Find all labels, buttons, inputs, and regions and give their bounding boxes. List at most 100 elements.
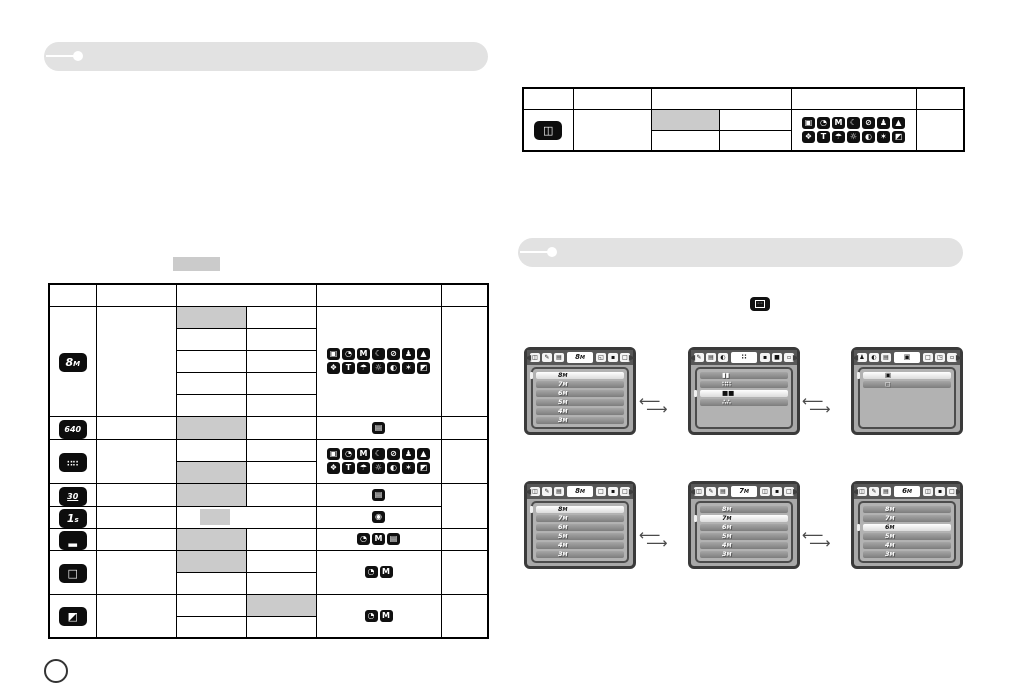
nav-right-icon: ▶ [792, 487, 799, 496]
mode-icon: ▲ [892, 116, 905, 129]
menu-item-label: 4 [558, 407, 563, 415]
row-icon-cell: 30 [48, 482, 97, 507]
mode-icon: ♟ [402, 348, 415, 360]
highlighted-cell [175, 482, 247, 507]
topbar-menu-icon: ✎ [869, 487, 879, 496]
menu-item-label: ◻ [885, 380, 891, 388]
cell [245, 371, 317, 395]
available-modes-cell: ◔M [315, 549, 442, 595]
menu-item-label: 8 [885, 505, 890, 513]
nav-left-icon: ◀ [525, 353, 532, 362]
arrow-left-icon: ⟵ [802, 392, 824, 410]
header-cell [522, 87, 574, 110]
cell [245, 415, 317, 440]
header-cell [48, 283, 97, 307]
menu-item-label: 5 [558, 398, 563, 406]
header-cell [175, 283, 317, 307]
menu-item: 8M [530, 371, 624, 379]
row-icon-cell: 1s [48, 505, 97, 529]
topbar-menu-icon: ▤ [881, 353, 891, 362]
mode-icon: ◔ [364, 609, 378, 622]
mode-icon: ❖ [802, 130, 815, 143]
menu-item-label: 8 [558, 505, 563, 513]
menu-item-suffix: M [726, 543, 732, 549]
menu-item-label: 8 [558, 371, 563, 379]
menu-item: ∷∷ [700, 381, 788, 388]
topbar-menu-icon: ◫ [760, 487, 770, 496]
selected-menu-tab: ∷ [731, 352, 757, 363]
tab-label-suffix: M [579, 489, 585, 495]
topbar-menu-icon: ▪ [608, 487, 618, 496]
selected-menu-tab: ▣ [894, 352, 920, 363]
nav-right-icon: ▶ [955, 353, 962, 362]
movie-mode-icon: ▤ [372, 421, 385, 434]
menu-item-suffix: M [889, 507, 895, 513]
menu-item: 4M [700, 542, 788, 549]
table-row [49, 393, 488, 417]
menu-item-label: 4 [722, 541, 727, 549]
available-modes-cell: ◉ [315, 505, 442, 529]
tab-label: 8 [575, 353, 580, 361]
topbar-menu-icon: ◐ [718, 353, 728, 362]
mode-icon: ✶ [877, 130, 890, 143]
table-row [49, 615, 488, 639]
menu-item-suffix: M [562, 516, 568, 522]
page-ref-cell [440, 438, 489, 484]
lcd-topbar: ◀ ◫✎▤ 6M ◫▪□ ▶ [852, 484, 962, 499]
nav-right-icon: ▶ [628, 353, 635, 362]
menu-item: 6M [857, 523, 951, 531]
menu-item: 3M [700, 551, 788, 558]
cell [95, 549, 177, 595]
highlighted-cell [175, 460, 247, 484]
cell [718, 108, 792, 131]
cell [175, 393, 247, 417]
row-icon-cell: ◫ [522, 108, 574, 152]
tab-label: ∷ [741, 353, 747, 361]
table-row [49, 571, 488, 595]
menu-item: ■■ [694, 390, 788, 397]
topbar-menu-icon: ▤ [706, 353, 716, 362]
page-ref-cell [440, 549, 489, 595]
topbar-menu-icon: ▫ [947, 353, 957, 362]
mode-icon: ◔ [342, 448, 355, 460]
lcd-screen-metering: ◀ ♟◐▤ ▣ □◳▫ ▶ ▣◻ [851, 347, 963, 435]
menu-item-suffix: M [726, 516, 732, 522]
menu-item: ▮▮ [700, 372, 788, 379]
available-modes-cell: ◔M [315, 593, 442, 639]
section-header-left [44, 42, 488, 71]
mode-icon: ❖ [327, 362, 340, 374]
mode-icon: M [379, 566, 393, 578]
menu-item: 6M [700, 524, 788, 531]
menu-item-label: 4 [558, 541, 563, 549]
mode-icon-grid: ▤ [324, 488, 434, 501]
table-row [523, 129, 964, 152]
topbar-menu-icon: ♟ [857, 353, 867, 362]
cell [245, 482, 317, 507]
table-row [49, 371, 488, 395]
cell [175, 505, 317, 529]
menu-item: 7M [536, 515, 624, 522]
highlighted-cell [175, 549, 247, 573]
selected-menu-tab: 7M [731, 486, 757, 497]
mode-icon: ☂ [357, 462, 370, 474]
menu-item-label: 7 [722, 514, 727, 522]
cell [245, 571, 317, 595]
cell [95, 527, 177, 551]
mode-icon: T [817, 130, 830, 143]
cell [245, 615, 317, 639]
menu-item-suffix: M [562, 552, 568, 558]
swap-arrows: ⟵ ⟶ [802, 394, 848, 422]
menu-availability-table-main: 8M ▣◔M☾⊘♟▲❖T☂☼◐✶◩ 640 ▤ ∷∷ [48, 283, 489, 639]
tab-label-suffix: M [579, 355, 585, 361]
cell [175, 327, 247, 351]
menu-item-label: 6 [885, 523, 890, 531]
header-cell [915, 87, 965, 110]
menu-item-label: 7 [558, 514, 563, 522]
mode-icon: ✶ [402, 362, 415, 374]
table-header-row [48, 283, 489, 307]
